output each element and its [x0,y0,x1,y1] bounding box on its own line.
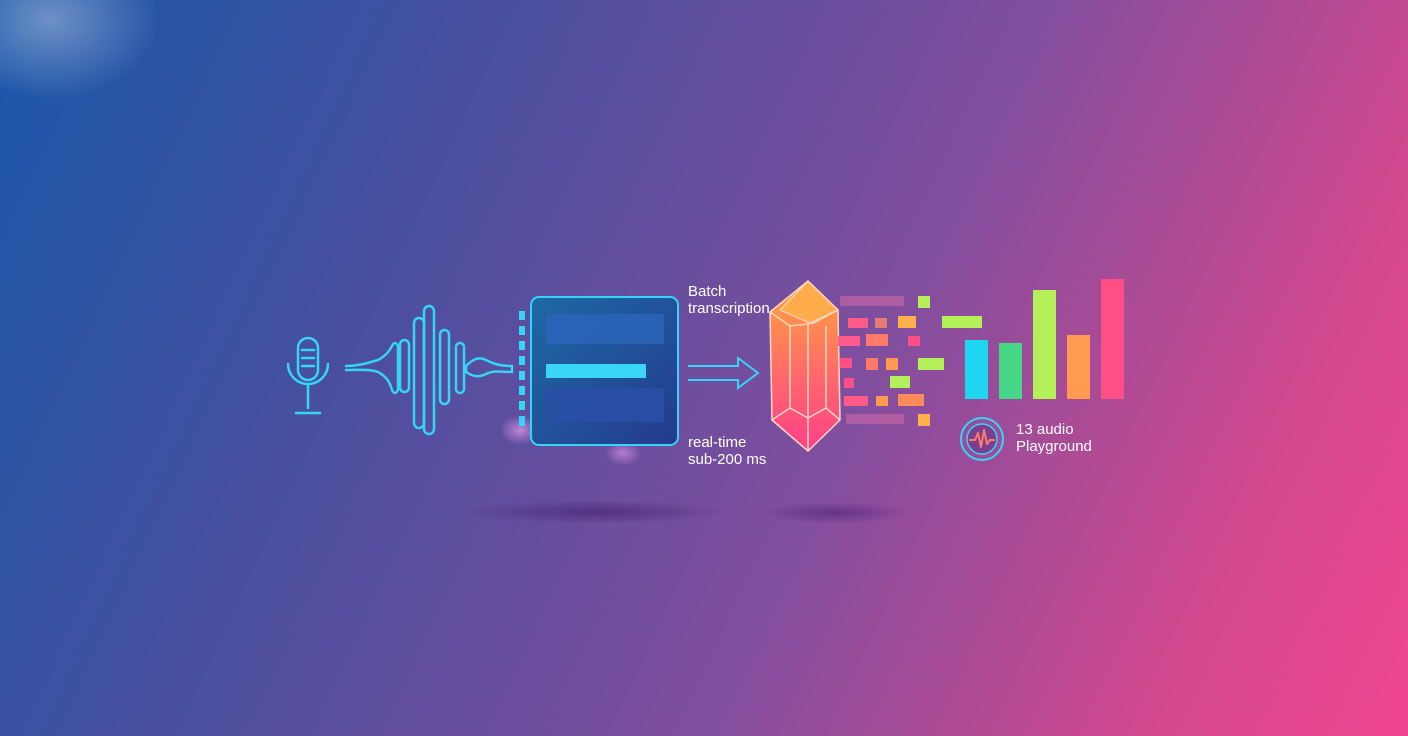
batch-label-line1: Batch [688,283,727,300]
fragment-20 [918,414,930,426]
realtime-label-line1: real-time [688,434,747,451]
fragment-18 [898,394,924,406]
panel-dash-5 [519,371,525,380]
batch-label: Batch transcription [688,283,770,317]
panel-dash-3 [519,341,525,350]
audio-wave-badge-icon [960,417,1004,461]
microphone-icon [286,336,330,415]
batch-label-line2: transcription [688,300,770,317]
fragment-11 [866,358,878,370]
panel-stripe-bottom [546,388,664,422]
fragment-17 [876,396,888,406]
bar-4 [1067,335,1090,399]
fragment-4 [875,318,887,328]
panel-dash-2 [519,326,525,335]
fragment-13 [918,358,944,370]
data-fragments [838,296,982,426]
realtime-label: real-time sub-200 ms [688,434,766,468]
panel-dash-6 [519,386,525,395]
processor-panel-icon [519,296,679,446]
bar-1 [965,340,988,399]
fragment-3 [848,318,868,328]
sound-wave-icon [344,304,514,436]
fragment-6 [942,316,982,328]
panel-stripe-top [546,314,664,344]
panel-dash-4 [519,356,525,365]
arrow-right-icon [688,356,760,390]
panel-dash-8 [519,416,525,426]
bar-5 [1101,279,1124,399]
panel-dash-7 [519,401,525,410]
bar-2 [999,343,1022,399]
fragment-8 [866,334,888,346]
realtime-label-line2: sub-200 ms [688,451,767,468]
fragment-10 [840,358,852,368]
panel-dash-1 [519,311,525,320]
bar-chart [965,279,1124,399]
fragment-16 [844,396,868,406]
fragment-14 [844,378,854,388]
fragment-15 [890,376,910,388]
fragment-2 [918,296,930,308]
panel-stripe-active [546,364,646,378]
crystal-icon [769,280,841,452]
audio-label-line1: 13 audio [1016,421,1074,438]
fragment-12 [886,358,898,370]
fragment-5 [898,316,916,328]
audio-label: 13 audio Playground [1016,421,1092,455]
fragment-1 [840,296,904,306]
fragment-7 [838,336,860,346]
fragment-9 [908,336,920,346]
bar-3 [1033,290,1056,399]
fragment-19 [846,414,904,424]
audio-label-line2: Playground [1016,438,1092,455]
